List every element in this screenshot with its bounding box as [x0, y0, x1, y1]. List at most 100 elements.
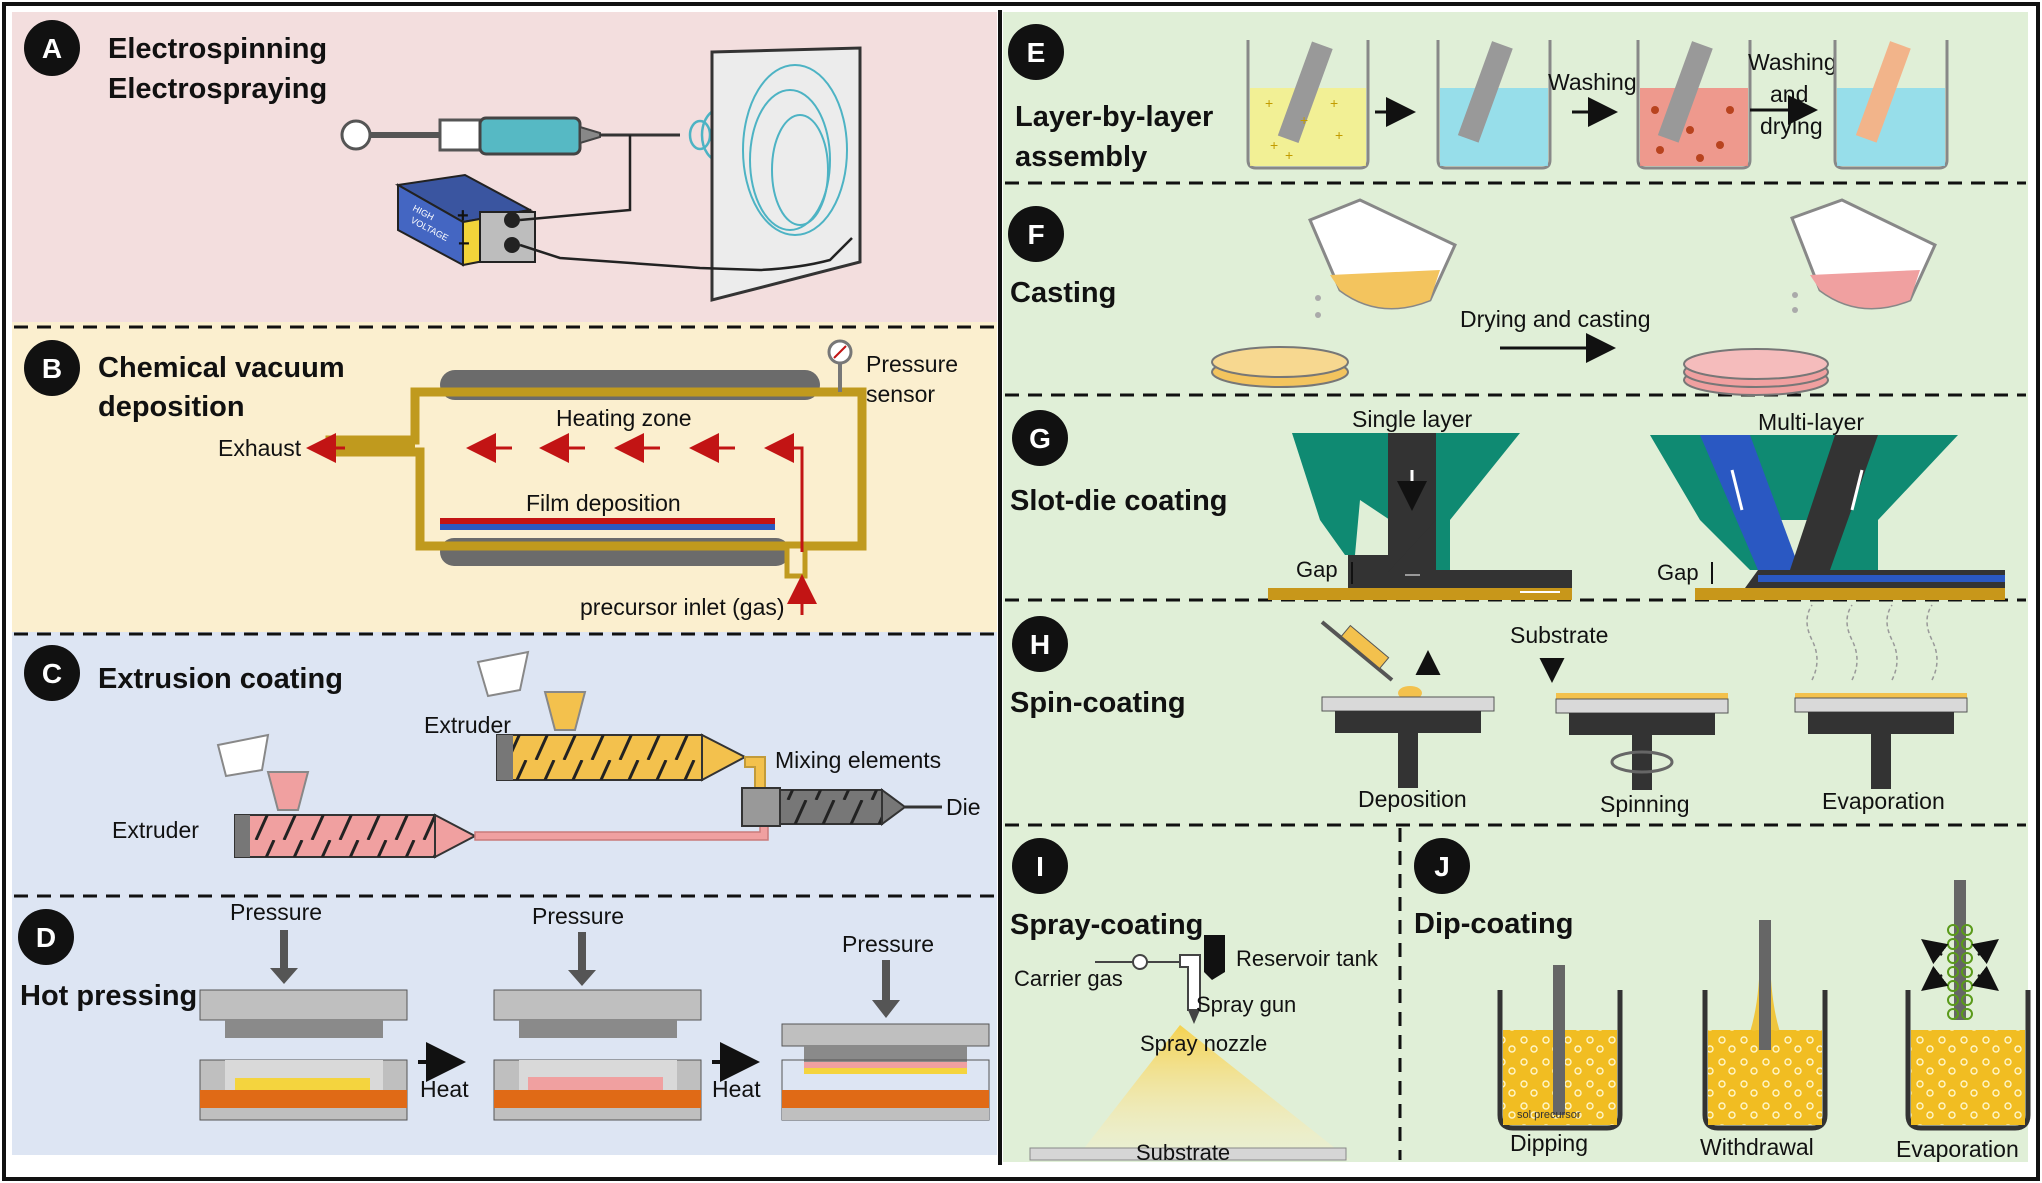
single-layer-label: Single layer: [1352, 406, 1473, 432]
hopper-bottom: [266, 771, 310, 811]
slot-die-multi: [1650, 435, 2005, 600]
panel-f: F Casting Drying and casting: [1008, 198, 1937, 396]
heating-zone-label: Heating zone: [556, 405, 692, 431]
panel-a-letter: A: [42, 33, 62, 64]
exhaust-label: Exhaust: [218, 435, 302, 461]
pressure-label-2: Pressure: [532, 903, 624, 929]
hot-press-stage-3: [781, 960, 990, 1121]
panel-f-title: Casting: [1010, 277, 1116, 309]
substrate-plate-i: [1029, 1147, 1347, 1161]
panel-a-title-line1: Electrospinning: [108, 33, 327, 65]
panel-d-letter: D: [36, 922, 56, 953]
panel-h-title: Spin-coating: [1010, 687, 1186, 719]
panel-b-letter: B: [42, 353, 62, 384]
pouring-cup-2: [1790, 198, 1937, 313]
extruder-top-label: Extruder: [424, 712, 511, 738]
reservoir-tank: [1204, 935, 1225, 980]
hopper-top: [543, 691, 587, 731]
deposition-label: Deposition: [1358, 786, 1467, 812]
beaker-4: [1833, 40, 1949, 170]
panel-d-title: Hot pressing: [20, 980, 197, 1012]
hopper-pour-cup-top: [476, 650, 530, 698]
syringe: [340, 116, 680, 156]
collected-fibers: [742, 64, 848, 236]
panel-b: B Chemical vacuum deposition Pressure se…: [24, 339, 958, 620]
panel-j-letter: J: [1434, 851, 1450, 882]
evaporation-label-h: Evaporation: [1822, 788, 1945, 814]
panel-g-letter: G: [1029, 423, 1051, 454]
reservoir-tank-label: Reservoir tank: [1236, 946, 1379, 971]
pressure-label-3: Pressure: [842, 931, 934, 957]
beaker-3: [1636, 40, 1752, 170]
pressure-sensor-label-line1: Pressure: [866, 351, 958, 377]
panel-e-title-line2: assembly: [1015, 141, 1147, 173]
vacuum-chamber: [325, 387, 867, 551]
washing-drying-label-line1: Washing: [1748, 49, 1837, 75]
wire-negative: [519, 237, 853, 272]
panel-a-badge: [24, 20, 80, 76]
pressure-sensor-label-line2: sensor: [866, 381, 935, 407]
panel-i: I Spray-coating Carrier gas Reservoir ta…: [1010, 838, 1379, 1165]
substrate-label-h: Substrate: [1510, 622, 1608, 648]
washing-drying-label-line2: and: [1770, 81, 1808, 107]
drying-casting-label: Drying and casting: [1460, 306, 1651, 332]
slot-die-single: [1268, 433, 1572, 600]
panel-j: J Dip-coating sol precursor Dipping With…: [1414, 838, 2031, 1162]
mixing-elements-label: Mixing elements: [775, 747, 941, 773]
panel-c: C Extrusion coating Extruder Mixing elem…: [24, 645, 981, 859]
panel-g-title: Slot-die coating: [1010, 485, 1228, 517]
panel-a: A Electrospinning Electrospraying: [24, 20, 862, 302]
hot-press-stage-2: [493, 932, 702, 1121]
extruder-bottom-label: Extruder: [112, 817, 199, 843]
collector-plate: [710, 46, 862, 302]
svg-text:+: +: [1285, 147, 1293, 163]
petri-dish-1: [1211, 346, 1349, 388]
heat-label-2: Heat: [712, 1076, 761, 1102]
film-deposition-label: Film deposition: [526, 490, 681, 516]
panel-e: E Layer-by-layer assembly ++++++ Washing…: [1008, 24, 1949, 173]
panel-a-title-line2: Electrospraying: [108, 73, 327, 105]
sol-precursor-label: sol precursor: [1517, 1109, 1581, 1121]
gas-flow-arrows: [306, 433, 817, 615]
dip-beaker-withdrawal: [1702, 920, 1828, 1131]
svg-text:+: +: [1270, 137, 1278, 153]
svg-text:+: +: [1265, 95, 1273, 111]
panel-b-title-line1: Chemical vacuum: [98, 352, 345, 384]
panel-i-title: Spray-coating: [1010, 909, 1203, 941]
substrate-label-i: Substrate: [1136, 1140, 1230, 1165]
heat-label-1: Heat: [420, 1076, 469, 1102]
dipping-label: Dipping: [1510, 1130, 1588, 1156]
gap-label-single: Gap: [1296, 557, 1338, 582]
spin-stage-evaporation: [1794, 604, 1968, 789]
die-block: [741, 787, 781, 827]
petri-dish-2: [1683, 348, 1829, 396]
gap-label-multi: Gap: [1657, 560, 1699, 585]
panel-c-letter: C: [42, 658, 62, 689]
panel-j-title: Dip-coating: [1414, 908, 1574, 940]
precursor-inlet-label: precursor inlet (gas): [580, 594, 785, 620]
spin-stage-spinning: [1539, 658, 1729, 790]
dip-beaker-dipping: sol precursor: [1497, 965, 1623, 1131]
hot-press-stage-1: [199, 930, 408, 1121]
pressure-label-1: Pressure: [230, 899, 322, 925]
hopper-pour-cup-bottom: [216, 733, 270, 778]
beaker-2: [1436, 40, 1552, 170]
panel-g: G Slot-die coating Single layer Gap Mult…: [1010, 406, 2005, 600]
beaker-1: + + + + + +: [1246, 40, 1370, 170]
spin-stage-deposition: [1320, 620, 1495, 788]
svg-text:+: +: [1300, 112, 1308, 128]
evaporation-label-j: Evaporation: [1896, 1136, 2019, 1162]
panel-h-letter: H: [1030, 629, 1050, 660]
film-layer-red: [440, 518, 775, 524]
withdrawal-label: Withdrawal: [1700, 1134, 1814, 1160]
spray-cone: [1075, 1025, 1350, 1160]
spray-nozzle-label: Spray nozzle: [1140, 1031, 1267, 1056]
panel-e-letter: E: [1027, 37, 1046, 68]
washing-label: Washing: [1548, 69, 1637, 95]
spinning-label: Spinning: [1600, 791, 1690, 817]
panel-i-letter: I: [1036, 851, 1044, 882]
svg-text:+: +: [1335, 127, 1343, 143]
panel-b-title-line2: deposition: [98, 391, 245, 423]
svg-text:+: +: [1330, 95, 1338, 111]
